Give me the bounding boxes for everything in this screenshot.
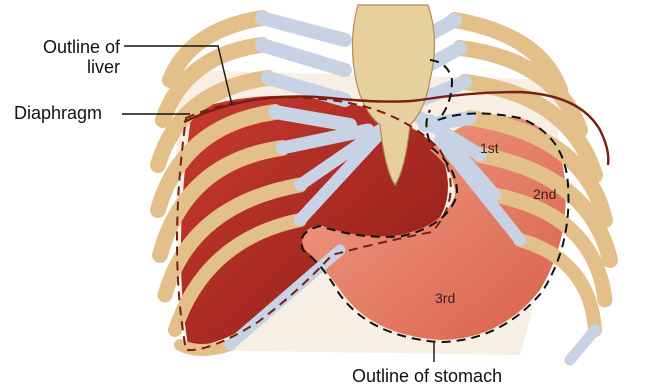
- outline-of-liver-label: Outline of liver: [22, 37, 120, 77]
- stomach-part-1st-label: 1st: [480, 140, 499, 156]
- outline-of-stomach-label: Outline of stomach: [352, 366, 502, 386]
- diaphragm-label: Diaphragm: [14, 103, 102, 123]
- stomach-part-3rd-label: 3rd: [435, 290, 455, 306]
- outline-of-liver-label-line2: liver: [22, 57, 120, 77]
- outline-of-liver-label-line1: Outline of: [22, 37, 120, 57]
- stomach-part-2nd-label: 2nd: [533, 186, 556, 202]
